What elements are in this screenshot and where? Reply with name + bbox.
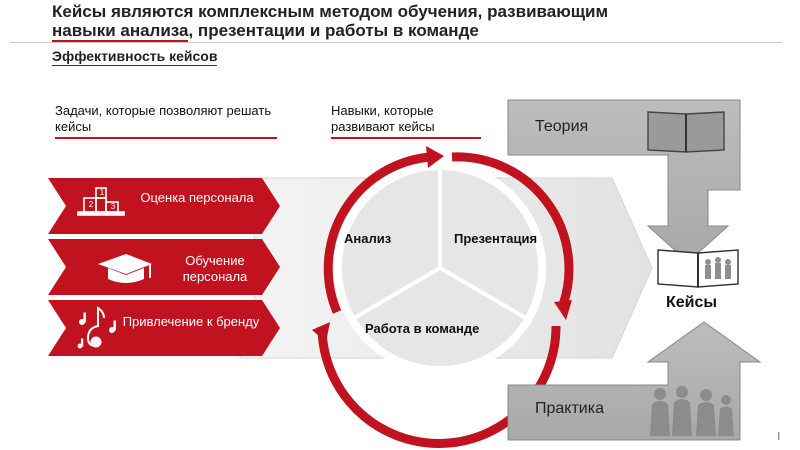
title-line-2-rest: , презентации и работы в команде: [188, 21, 479, 40]
skill-teamwork: Работа в команде: [365, 321, 480, 336]
skill-analysis: Анализ: [344, 231, 392, 246]
skills-heading-text: Навыки, которые развивают кейсы: [331, 103, 435, 134]
title-line-2: навыки анализа, презентации и работы в к…: [52, 21, 772, 42]
segment-divider-right: [438, 266, 528, 320]
skills-heading-rule: [331, 137, 481, 139]
practice-label: Практика: [535, 400, 604, 417]
podium-number-3: 3: [110, 202, 116, 211]
tasks-heading-text: Задачи, которые позволяют решать кейсы: [55, 103, 272, 134]
task-chevron-3: [48, 300, 280, 356]
skill-presentation: Презентация: [454, 231, 538, 246]
cases-label: Кейсы: [666, 294, 718, 311]
practice-people-icon: [650, 386, 734, 436]
slide-subtitle: Эффективность кейсов: [52, 48, 218, 66]
title-divider: [10, 42, 782, 43]
cycle-arc-bottom: [317, 325, 561, 448]
task-label-3: Привлечение к бренду: [122, 314, 260, 329]
skills-heading: Навыки, которые развивают кейсы: [331, 103, 481, 139]
task-label-1: Оценка персонала: [140, 190, 254, 205]
page-marker: [778, 432, 780, 440]
practice-arrow-box: [507, 321, 762, 441]
title-underlined-phrase: навыки анализа: [52, 21, 189, 42]
segment-divider-left: [352, 266, 442, 320]
cycle-arrowhead-right: [554, 300, 572, 320]
theory-book-icon: [647, 111, 725, 153]
tasks-heading: Задачи, которые позволяют решать кейсы: [55, 103, 277, 139]
music-notes-icon: [77, 306, 116, 349]
cases-book-icon: [657, 249, 739, 288]
tasks-heading-rule: [55, 137, 277, 139]
title-line-1: Кейсы являются комплексным методом обуче…: [52, 2, 609, 21]
podium-icon: [77, 187, 125, 216]
cycle-arc-left: [323, 152, 431, 314]
cycle-arrowhead-bottom: [312, 322, 330, 342]
graduation-cap-icon: [98, 254, 152, 283]
cycle-arc-right: [451, 152, 574, 307]
theory-label: Теория: [535, 118, 589, 135]
task-chevron-1: [48, 178, 280, 234]
podium-number-2: 2: [88, 200, 94, 209]
task-chevron-2: [48, 239, 280, 295]
slide-title: Кейсы являются комплексным методом обуче…: [52, 2, 772, 42]
cycle-arrowhead-top: [426, 146, 444, 168]
podium-number-1: 1: [99, 188, 105, 197]
task-label-2: Обучение персонала: [182, 253, 248, 284]
